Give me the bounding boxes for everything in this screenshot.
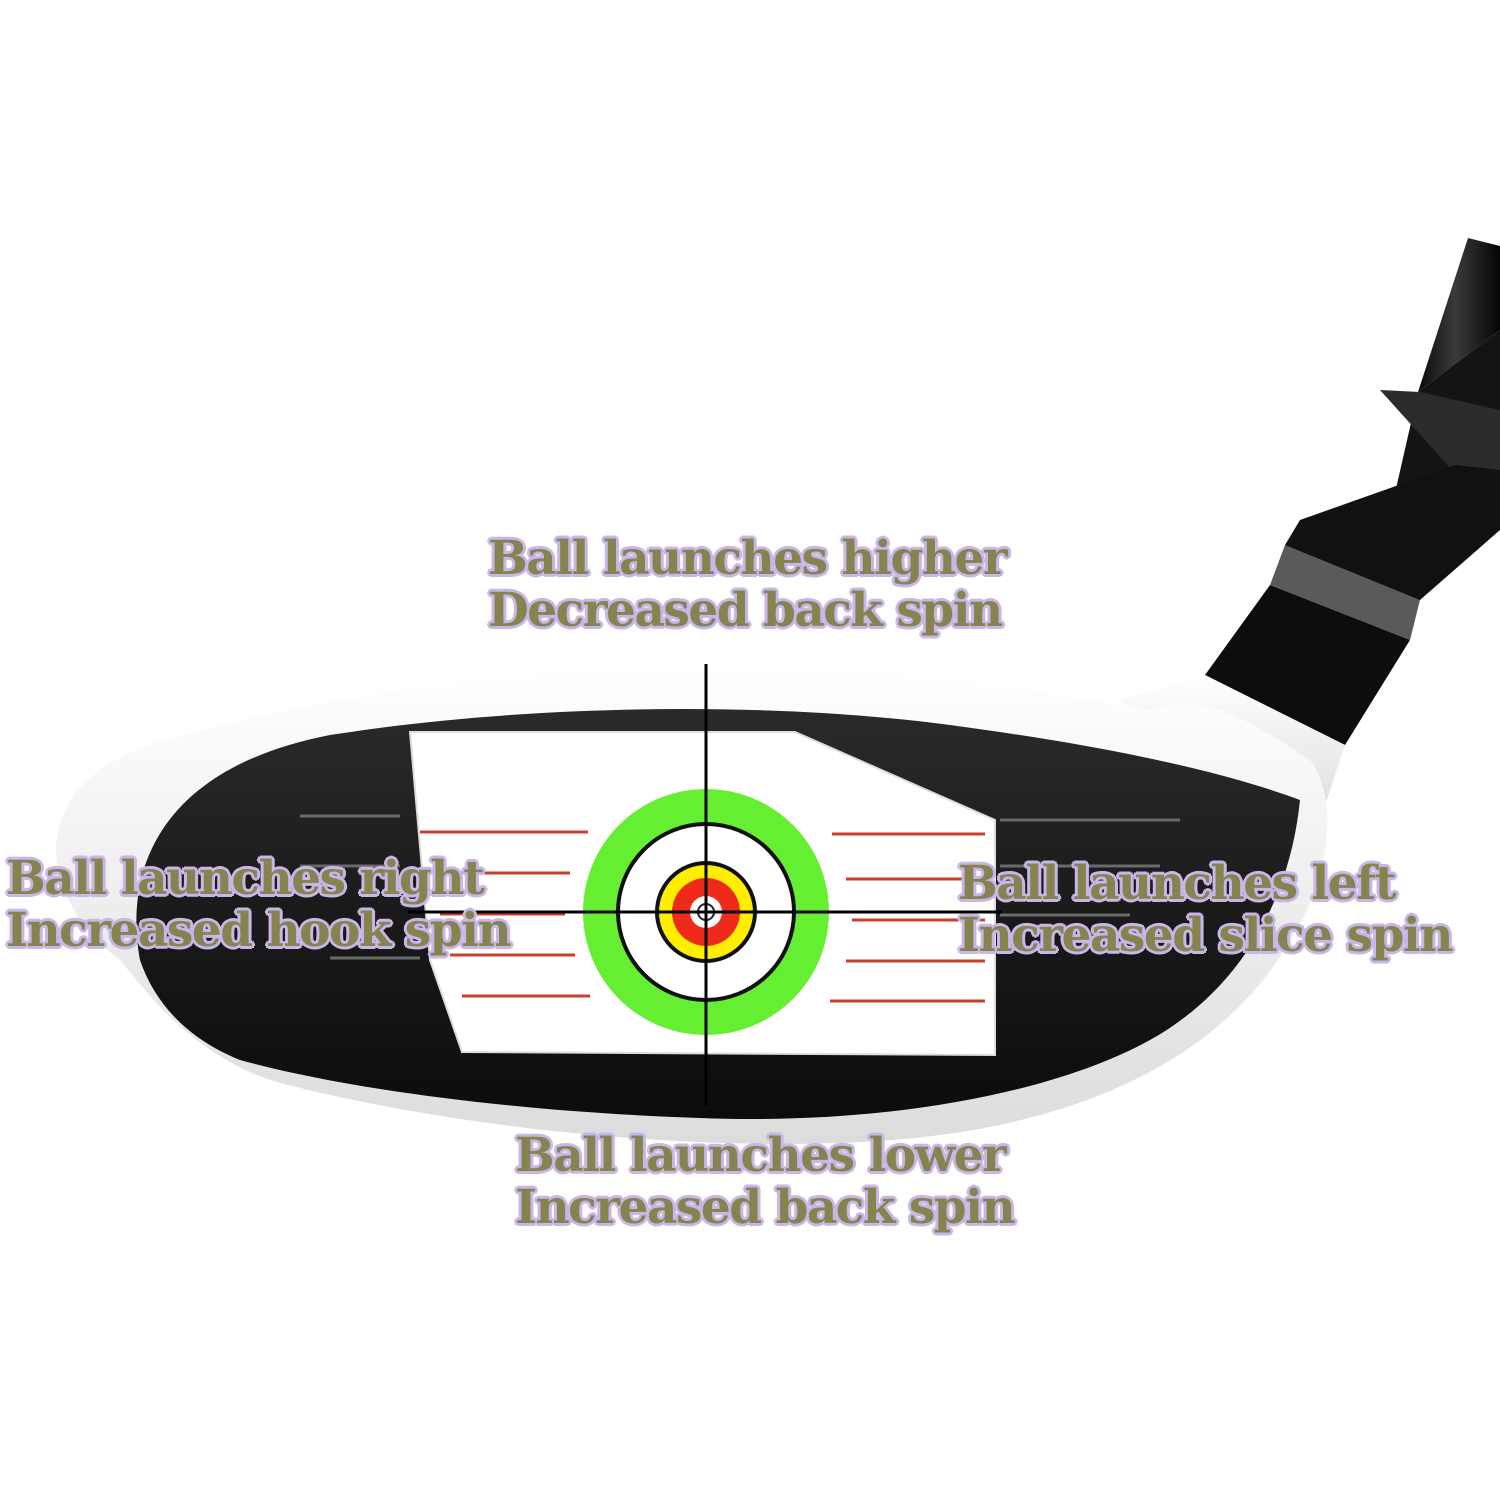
label-bottom-impact: Ball launches lower Increased back spin xyxy=(515,1128,1016,1235)
label-top-line2: Decreased back spin xyxy=(488,583,1003,638)
label-top-line1: Ball launches higher xyxy=(488,531,1008,586)
label-right-line1: Ball launches left xyxy=(958,856,1397,911)
crosshair xyxy=(408,664,1002,1105)
label-bottom-line2: Increased back spin xyxy=(515,1180,1016,1235)
club-shaft xyxy=(1205,238,1500,745)
label-top-impact: Ball launches higher Decreased back spin xyxy=(488,531,1008,638)
label-right-line2: Increased slice spin xyxy=(958,908,1453,963)
sticker-guide-lines xyxy=(420,830,985,1003)
label-heel-impact: Ball launches left Increased slice spin xyxy=(958,856,1453,963)
face-grooves xyxy=(300,814,1180,960)
label-toe-impact: Ball launches right Increased hook spin xyxy=(6,851,512,958)
label-bottom-line1: Ball launches lower xyxy=(515,1128,1007,1183)
label-left-line1: Ball launches right xyxy=(6,851,485,906)
label-left-line2: Increased hook spin xyxy=(6,903,512,958)
